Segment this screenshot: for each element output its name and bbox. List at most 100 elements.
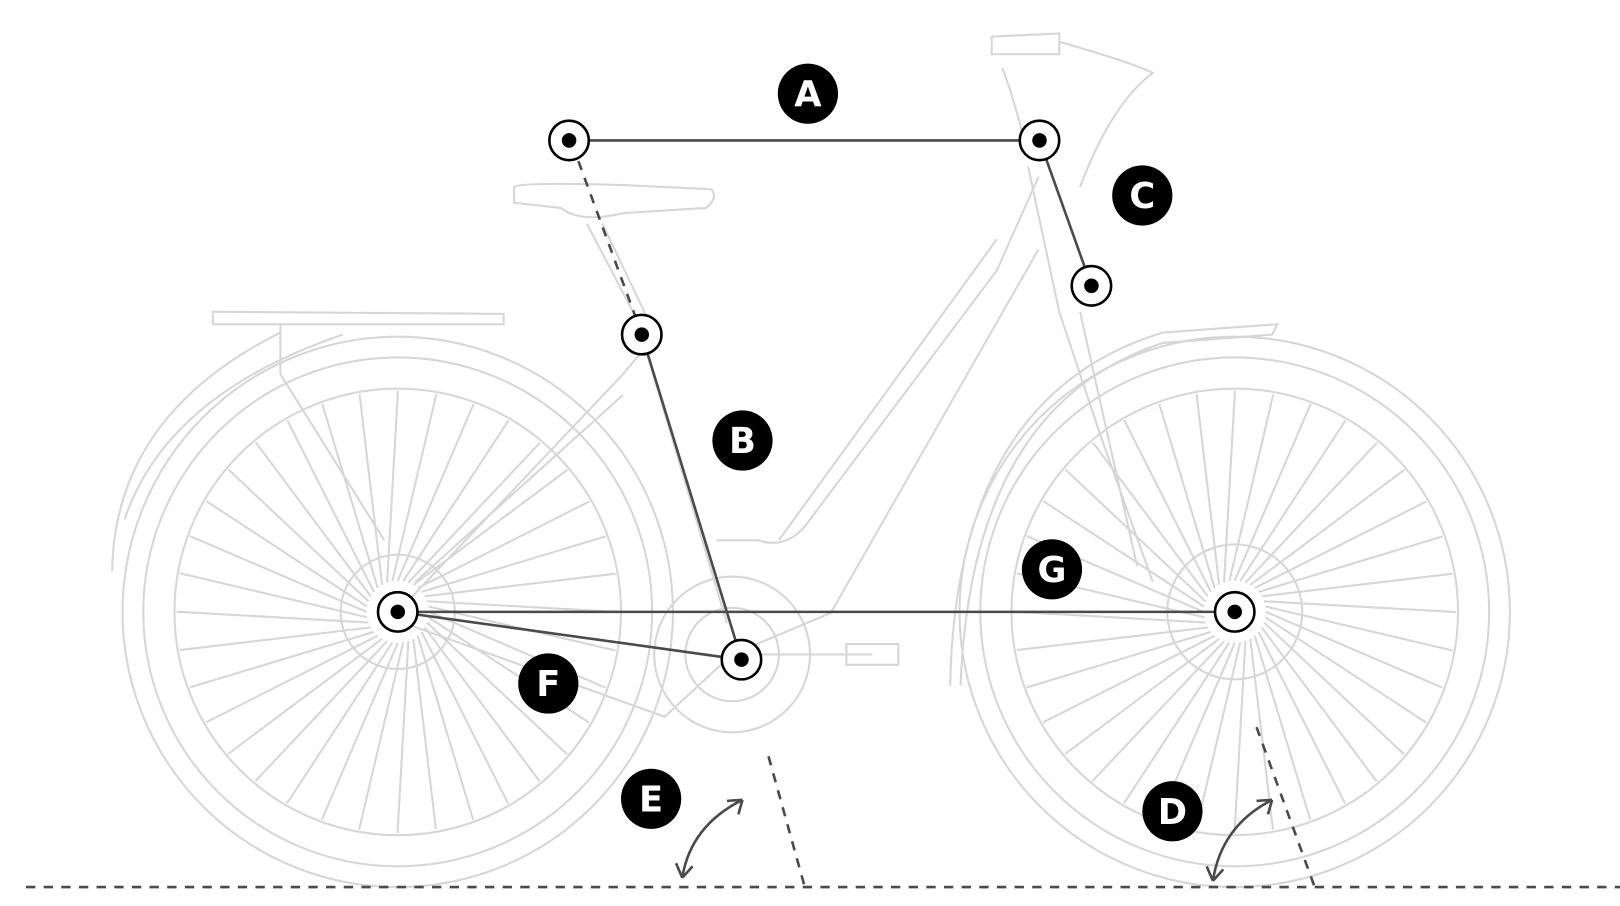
handlebar [990, 32, 1155, 188]
spoke [179, 626, 371, 652]
spoke [1233, 641, 1247, 834]
angle-arrow-e [674, 798, 744, 879]
spoke [1195, 393, 1221, 586]
angle-arrow-d [1205, 798, 1274, 882]
measurement-lines [397, 139, 1316, 888]
seat-angle-guide-e [767, 755, 807, 888]
spoke [396, 403, 475, 582]
spoke [205, 500, 368, 608]
rack [111, 310, 505, 572]
measurement-point [1213, 590, 1256, 633]
spoke [1228, 393, 1275, 582]
spoke [1260, 626, 1378, 783]
spoke [1254, 500, 1427, 589]
spoke [420, 631, 510, 805]
measurement-point [376, 590, 419, 633]
label-d-text: D [1158, 792, 1187, 833]
head-tube-line-c [1038, 139, 1093, 287]
label-c: C [1112, 165, 1173, 226]
label-a: A [777, 63, 839, 124]
spoke [391, 393, 438, 582]
label-f: F [518, 653, 579, 714]
spoke [320, 642, 399, 821]
label-e: E [621, 768, 682, 829]
spoke [1261, 572, 1453, 598]
spoke [1253, 635, 1312, 821]
spoke [1244, 441, 1378, 584]
spoke [1265, 610, 1443, 689]
spoke [1257, 631, 1347, 805]
label-b: B [712, 410, 773, 471]
spoke [1064, 638, 1220, 755]
spoke [358, 393, 384, 586]
spoke [1223, 390, 1236, 583]
label-e-text: E [639, 779, 663, 820]
spoke [396, 641, 410, 834]
spoke [421, 535, 606, 593]
spoke [386, 390, 399, 583]
spoke [227, 638, 383, 755]
label-a-text: A [794, 74, 822, 115]
spoke [1123, 641, 1231, 804]
spoke [254, 640, 388, 782]
spoke [1123, 419, 1212, 593]
label-g-text: G [1037, 550, 1066, 591]
spoke [1264, 616, 1427, 724]
spoke [189, 630, 375, 689]
spoke [1258, 535, 1443, 593]
spoke [426, 600, 619, 614]
label-g: G [1021, 539, 1083, 600]
spoke [358, 642, 405, 830]
spoke [412, 469, 568, 586]
measurement-point [1070, 264, 1113, 307]
seat-tube-line-b [640, 334, 743, 661]
spoke [1013, 610, 1206, 624]
spoke [1249, 469, 1405, 586]
spoke [1265, 605, 1453, 652]
spoke [1263, 600, 1456, 614]
spoke [417, 500, 590, 589]
measurement-points [376, 119, 1256, 681]
spoke [412, 638, 437, 830]
spoke [254, 441, 372, 597]
measurement-point [720, 638, 763, 681]
spoke [1091, 640, 1225, 782]
label-b-text: B [729, 421, 756, 462]
spoke [1233, 403, 1312, 582]
spoke [227, 468, 370, 602]
label-c-text: C [1129, 176, 1155, 217]
spoke [426, 621, 568, 755]
measurement-point [548, 119, 591, 162]
seat [513, 182, 716, 334]
measurement-point [1018, 119, 1061, 162]
bike-outline [111, 32, 1511, 889]
spoke [321, 403, 379, 589]
measurement-point [620, 313, 663, 356]
spoke [189, 535, 367, 613]
spoke [424, 572, 616, 598]
spoke [1263, 621, 1405, 755]
head-angle-guide-d [1255, 726, 1316, 888]
spoke [179, 572, 368, 619]
spoke [1239, 419, 1347, 582]
spoke [205, 634, 379, 724]
spoke [1026, 630, 1212, 689]
label-f-text: F [536, 664, 560, 705]
spoke [1249, 638, 1274, 830]
spokes [176, 390, 1456, 834]
spoke [416, 635, 475, 821]
chainstay-line-f [397, 610, 742, 661]
spoke [1016, 626, 1208, 652]
spoke [1158, 403, 1216, 589]
spoke [402, 419, 510, 582]
spoke [286, 641, 394, 804]
spoke [407, 441, 541, 584]
spoke [176, 610, 369, 624]
spoke [286, 419, 375, 593]
spoke [423, 626, 541, 783]
front-fender [949, 323, 1280, 686]
spoke [1042, 500, 1205, 608]
spoke [1042, 634, 1216, 724]
label-d: D [1142, 781, 1203, 842]
